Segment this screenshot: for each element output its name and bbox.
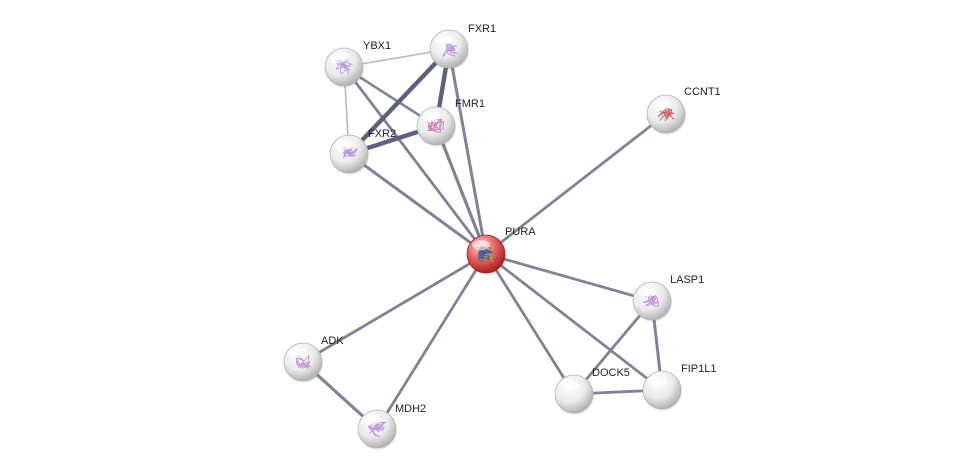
edge-pura-fxr1[interactable]	[447, 47, 488, 256]
node-mdh2[interactable]: MDH2	[357, 403, 426, 450]
edge-lasp1-dock5[interactable]	[572, 299, 654, 396]
edge-pura-ccnt1[interactable]	[484, 112, 668, 256]
node-label-adk: ADK	[321, 335, 344, 347]
edge-pura-mdh2[interactable]	[375, 252, 488, 431]
node-label-ccnt1: CCNT1	[684, 86, 721, 98]
node-highlight	[560, 380, 578, 390]
node-bubble[interactable]	[642, 370, 682, 410]
node-highlight	[422, 112, 440, 122]
edge-pura-fmr1[interactable]	[434, 124, 488, 256]
node-fxr1[interactable]: FXR1	[429, 23, 496, 70]
edge-pura-dock5[interactable]	[484, 252, 576, 396]
node-highlight	[638, 287, 656, 297]
protein-structure-icon	[657, 107, 676, 122]
node-highlight	[335, 140, 353, 150]
node-adk[interactable]: ADK	[283, 335, 344, 383]
node-highlight	[648, 376, 666, 386]
node-pura[interactable]: PURA	[466, 226, 536, 275]
node-label-fxr1: FXR1	[468, 23, 496, 35]
node-highlight	[330, 53, 348, 63]
edge-pura-lasp1[interactable]	[484, 252, 654, 303]
protein-structure-icon	[341, 146, 358, 159]
node-label-mdh2: MDH2	[395, 403, 426, 415]
protein-structure-icon	[367, 421, 387, 438]
edge-pura-fip1l1[interactable]	[484, 252, 664, 392]
protein-structure-icon	[295, 354, 311, 369]
protein-structure-icon	[477, 245, 493, 261]
node-label-dock5: DOCK5	[592, 367, 630, 379]
node-fxr2[interactable]: FXR2	[329, 128, 396, 175]
node-label-fip1l1: FIP1L1	[681, 363, 716, 375]
node-bubble[interactable]	[646, 94, 686, 134]
node-ybx1[interactable]: YBX1	[324, 40, 391, 88]
edge-pura-adk[interactable]	[301, 252, 488, 364]
node-label-fxr2: FXR2	[368, 128, 396, 140]
protein-structure-icon	[334, 58, 354, 75]
node-label-fmr1: FMR1	[455, 98, 485, 110]
edge-pura-fxr2[interactable]	[347, 152, 488, 256]
node-ccnt1[interactable]: CCNT1	[646, 86, 721, 135]
edge-pura-ybx1[interactable]	[342, 65, 488, 256]
node-highlight	[472, 240, 490, 250]
node-highlight	[363, 415, 381, 425]
node-highlight	[435, 35, 453, 45]
node-lasp1[interactable]: LASP1	[632, 274, 704, 322]
node-label-pura: PURA	[505, 226, 536, 238]
protein-structure-icon	[442, 42, 458, 57]
node-highlight	[652, 100, 670, 110]
node-highlight	[289, 348, 307, 358]
node-fmr1[interactable]: FMR1	[416, 98, 485, 147]
node-dock5[interactable]: DOCK5	[554, 367, 630, 415]
node-label-ybx1: YBX1	[363, 40, 391, 52]
edge-fxr1-fxr2[interactable]	[346, 46, 452, 157]
node-label-lasp1: LASP1	[670, 274, 704, 286]
node-fip1l1[interactable]: FIP1L1	[642, 363, 716, 411]
node-bubble[interactable]	[554, 374, 594, 414]
